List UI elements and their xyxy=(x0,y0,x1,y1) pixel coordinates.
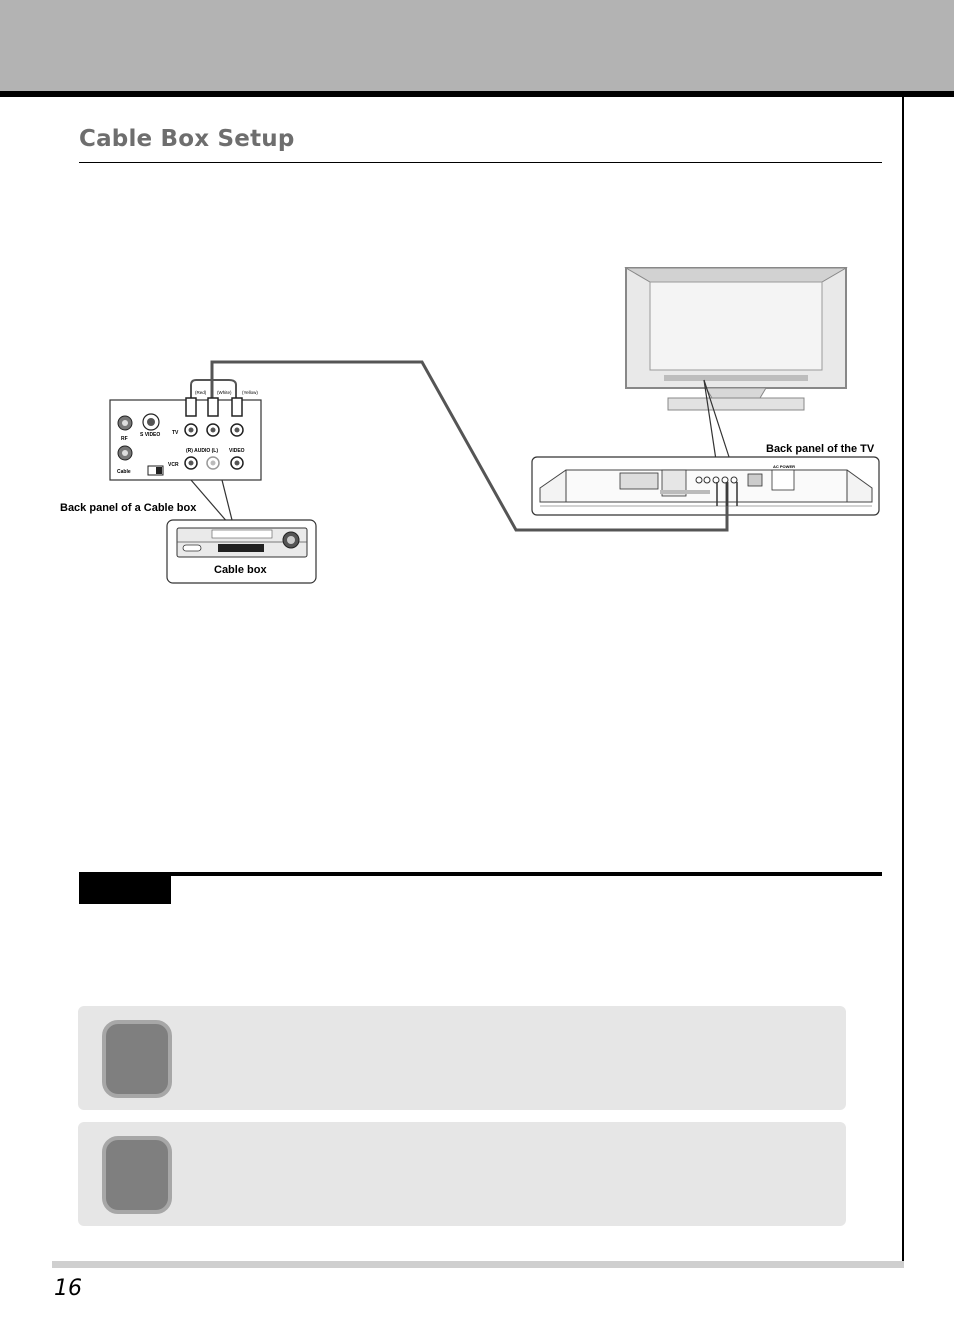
tv-power-label: AC POWER xyxy=(773,464,795,469)
plug-red-label: (Red) xyxy=(195,390,207,395)
note-section-rule xyxy=(79,872,882,876)
header-rule xyxy=(0,91,954,97)
tv-illustration xyxy=(624,267,848,461)
note-section-tab xyxy=(79,876,171,904)
jack-cable-label: Cable xyxy=(117,469,131,475)
plug-white-label: (White) xyxy=(217,390,232,395)
tip-marker-1 xyxy=(102,1020,172,1098)
jack-rf-label: RF xyxy=(121,436,128,442)
cable-box-back-panel: (Red) (White) (Yellow) RF S VIDEO TV (R)… xyxy=(109,390,262,481)
page-number: 16 xyxy=(54,1276,82,1301)
cable-panel-caption: Back panel of a Cable box xyxy=(60,502,197,514)
jack-video-label: VIDEO xyxy=(229,448,245,454)
tip-box-1 xyxy=(78,1006,846,1110)
jack-audio-label: (R) AUDIO (L) xyxy=(186,448,218,454)
tip-box-2 xyxy=(78,1122,846,1226)
jack-svideo-label: S VIDEO xyxy=(140,432,160,438)
right-margin-rule xyxy=(902,97,904,1267)
plug-yellow-label: (Yellow) xyxy=(242,390,258,395)
tip-marker-2 xyxy=(102,1136,172,1214)
tv-panel-caption: Back panel of the TV xyxy=(766,443,875,455)
jack-tv-label: TV xyxy=(172,430,179,436)
jack-vcr-label: VCR xyxy=(168,462,179,468)
cable-box-caption: Cable box xyxy=(214,564,267,576)
page-title: Cable Box Setup xyxy=(79,126,295,152)
title-underline xyxy=(79,162,882,163)
footer-rule xyxy=(52,1261,904,1268)
cable-box-illustration xyxy=(166,479,317,584)
av-cable xyxy=(190,360,738,532)
header-band xyxy=(0,0,954,91)
tv-back-panel: AC POWER xyxy=(531,456,880,516)
